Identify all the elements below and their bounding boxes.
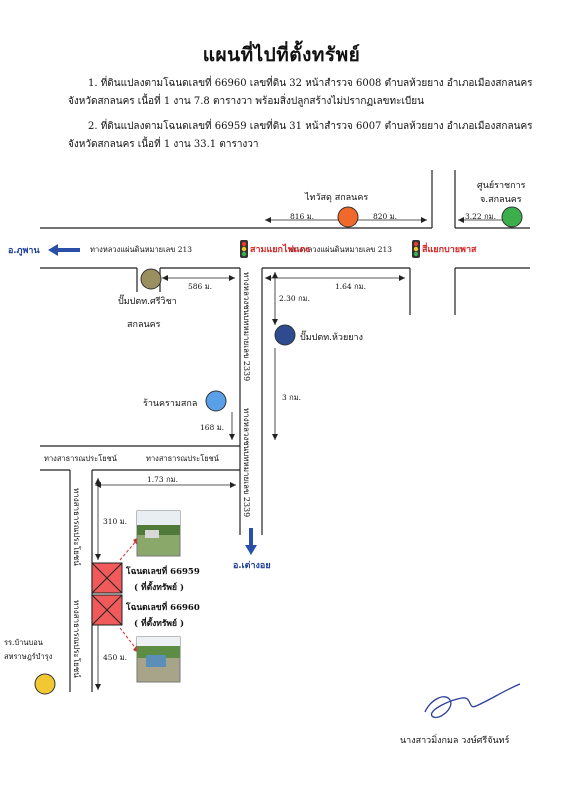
item-2-line-1: 2. ที่ดินแปลงตามโฉนดเลขที่ 66959 เลขที่ด… — [88, 121, 533, 132]
road-label-public-vert-lower: ทางสาธารณประโยชน์ — [72, 600, 81, 678]
road-label-hw2339-upper: ทางหลวงชนบทหมายเลข 2339 — [242, 272, 251, 382]
distance-586: 586 ม. — [188, 282, 213, 291]
kramsakon-marker-icon — [205, 390, 227, 412]
label-thaiwatsadu: ไทวัสดุ สกลนคร — [305, 193, 369, 203]
road-label-hw213-left: ทางหลวงแผ่นดินหมายเลข 213 — [90, 245, 193, 254]
pointer-upper — [119, 539, 138, 561]
direction-tao-ngoi: อ.เต่างอย — [233, 561, 271, 571]
traffic-light-si-yaek-icon — [412, 240, 420, 258]
label-ptt-sirichai-2: สกลนคร — [127, 320, 161, 330]
distance-450: 450 ม. — [103, 653, 128, 662]
signature-name: นางสาวมิ่งกมล วงษ์ศรีจันทร์ — [400, 736, 510, 746]
distance-164: 1.64 กม. — [335, 282, 366, 291]
road-label-hw2339-lower: ทางหลวงชนบทหมายเลข 2339 — [242, 408, 251, 518]
arrow-tao-ngoi-icon — [245, 528, 257, 555]
page-title: แผนที่ไปที่ตั้งทรัพย์ — [202, 44, 361, 66]
direction-phuphan: อ.ภูพาน — [8, 246, 40, 256]
signature-scribble — [424, 683, 521, 719]
road-label-public-left: ทางสาธารณประโยชน์ — [44, 454, 117, 463]
label-ptt-sirichai-1: ปั๊มปตท.ศรีวิชา — [118, 297, 177, 307]
junction-sam-yaek: สามแยกไฟแดง — [250, 245, 310, 255]
label-gov-center-2: จ.สกลนคร — [480, 195, 522, 205]
road-label-hw213-right: ทางหลวงแผ่นดินหมายเลข 213 — [290, 245, 393, 254]
school-marker-icon — [34, 673, 56, 695]
label-kramsakon: ร้านครามสกล — [143, 399, 198, 409]
parcel-66960-note: ( ที่ตั้งทรัพย์ ) — [134, 619, 184, 629]
distance-310: 310 ม. — [103, 517, 128, 526]
parcel-66960 — [91, 594, 123, 626]
parcel-66959-deed: โฉนดเลขที่ 66959 — [126, 567, 200, 577]
label-school-1: รร.บ้านบอน — [4, 638, 43, 647]
ptt-sirichai-marker-icon — [140, 268, 162, 290]
pointer-lower — [119, 627, 138, 651]
distance-820: 820 ม. — [373, 212, 398, 221]
gov-center-marker-icon — [501, 206, 523, 228]
item-2-line-2: จังหวัดสกลนคร เนื้อที่ 1 งาน 33.1 ตารางว… — [68, 139, 259, 150]
parcel-66959-note: ( ที่ตั้งทรัพย์ ) — [134, 583, 184, 593]
road-label-public-vert-upper: ทางสาธารณประโยชน์ — [72, 488, 81, 566]
thaiwatsadu-marker-icon — [337, 206, 359, 228]
distance-3km: 3 กม. — [282, 393, 302, 402]
distance-230: 2.30 กม. — [279, 294, 310, 303]
label-school-2: สหราษฎร์บำรุง — [4, 652, 53, 661]
parcel-66959 — [91, 562, 123, 594]
arrow-phuphan-icon — [48, 244, 80, 256]
ptt-huayyang-marker-icon — [274, 324, 296, 346]
traffic-light-sam-yaek-icon — [240, 240, 248, 258]
distance-173: 1.73 กม. — [147, 475, 178, 484]
photo-parcel-66960 — [136, 636, 181, 683]
distance-816: 816 ม. — [290, 212, 315, 221]
item-1-line-1: 1. ที่ดินแปลงตามโฉนดเลขที่ 66960 เลขที่ด… — [88, 78, 533, 89]
photo-parcel-66959 — [136, 510, 181, 557]
road-label-public-right: ทางสาธารณประโยชน์ — [146, 454, 219, 463]
item-1-line-2: จังหวัดสกลนคร เนื้อที่ 1 งาน 7.8 ตารางวา… — [68, 96, 424, 107]
label-ptt-huayyang: ปั๊มปตท.ห้วยยาง — [300, 333, 363, 343]
distance-168: 168 ม. — [200, 423, 225, 432]
junction-si-yaek: สี่แยกบายพาส — [422, 245, 477, 255]
parcel-66960-deed: โฉนดเลขที่ 66960 — [126, 603, 200, 613]
distance-322: 3.22 กม. — [465, 212, 496, 221]
label-gov-center-1: ศูนย์ราชการ — [477, 181, 526, 191]
